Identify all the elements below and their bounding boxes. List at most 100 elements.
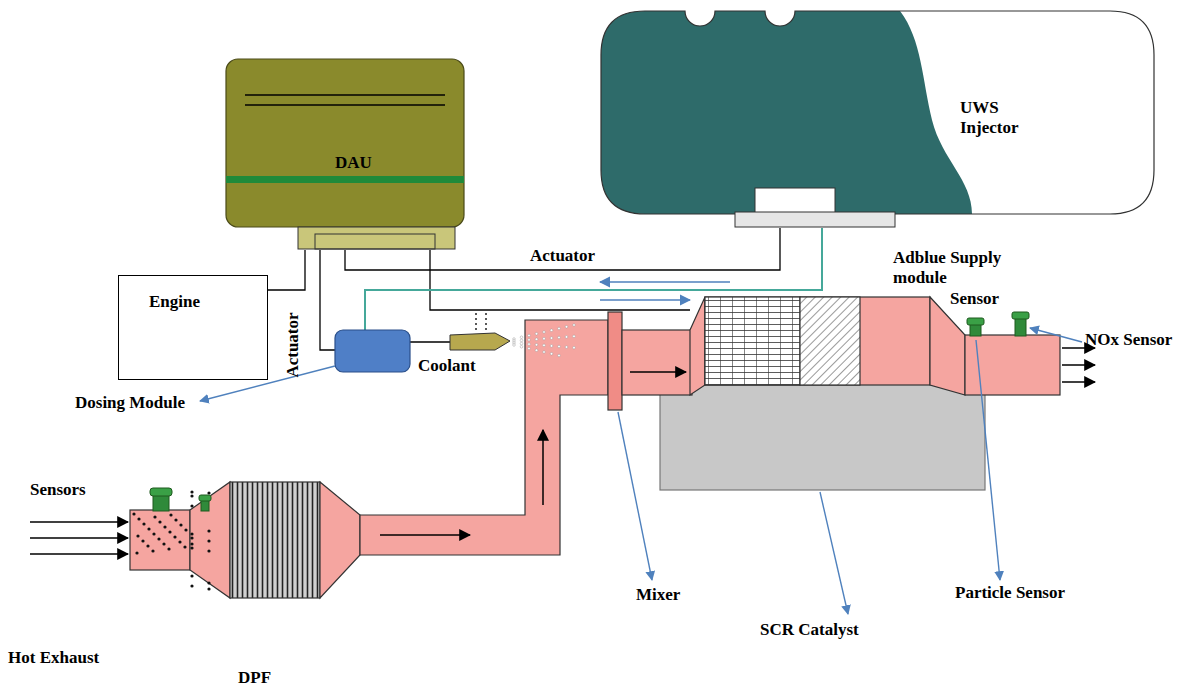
flow-arrows	[542, 430, 544, 505]
soot-particles	[190, 490, 193, 493]
urea-spray	[535, 349, 538, 352]
supply-plate	[735, 212, 895, 227]
soot-particles	[141, 539, 144, 542]
urea-spray	[550, 337, 553, 340]
exhaust-pipe	[690, 297, 705, 395]
urea-spray	[573, 324, 576, 327]
exhaust-pipe	[130, 510, 190, 570]
soot-particles	[146, 544, 149, 547]
soot-particles	[190, 542, 193, 545]
part-name: Dosing Module	[75, 393, 185, 413]
soot-particles	[190, 536, 193, 539]
exhaust-pipe	[965, 335, 1060, 395]
inlet-arrows	[30, 522, 128, 554]
mixer-flange	[608, 312, 622, 410]
urea-spray	[550, 329, 553, 332]
scr-catalyst-housing	[660, 378, 985, 490]
wire-label: Actuator	[528, 246, 597, 266]
soot-particles	[207, 529, 210, 532]
soot-particles	[184, 528, 187, 531]
wire-connector	[268, 250, 305, 290]
urea-spray	[543, 344, 546, 347]
soot-particles	[157, 537, 160, 540]
soot-particles	[190, 546, 193, 549]
wire-label: Actuator	[283, 312, 303, 377]
urea-spray	[558, 336, 561, 339]
soot-particles	[153, 515, 156, 518]
node-label: Engine	[149, 292, 200, 312]
urea-spray	[565, 336, 568, 339]
tank-cutaway	[900, 11, 1154, 214]
soot-particles	[167, 547, 170, 550]
soot-particles	[162, 542, 165, 545]
soot-particles	[190, 584, 193, 587]
soot-particles	[179, 523, 182, 526]
inlet-sensors	[201, 500, 209, 511]
urea-spray	[573, 335, 576, 338]
inlet-sensors	[153, 495, 169, 511]
urea-spray	[528, 347, 531, 350]
urea-spray	[558, 354, 561, 357]
urea-spray	[535, 332, 538, 335]
soot-particles	[132, 512, 135, 515]
flow-direction-arrows	[600, 281, 730, 283]
outlet-sensors	[1015, 318, 1026, 336]
adblue-tank: UWS Injector	[600, 10, 1155, 228]
urea-spray	[520, 342, 523, 345]
injector-nozzle	[450, 333, 510, 350]
leader-arrows	[1030, 328, 1082, 342]
soot-particles	[168, 530, 171, 533]
urea-spray	[543, 331, 546, 334]
text-holder: Engine	[149, 292, 200, 312]
urea-spray	[513, 324, 576, 357]
urea-spray	[543, 351, 546, 354]
soot-particles	[142, 522, 145, 525]
text-holder: UWS Injector	[960, 98, 1055, 137]
urea-spray	[558, 345, 561, 348]
soot-particles	[173, 535, 176, 538]
inlet-arrows	[30, 521, 128, 523]
soot-particles	[137, 517, 140, 520]
housing-band	[226, 176, 464, 183]
tank-body	[601, 11, 1154, 214]
control-unit-box: DAU	[225, 58, 465, 250]
outlet-sensors	[1012, 312, 1029, 319]
urea-spray	[520, 339, 523, 342]
coolant-lines	[476, 313, 486, 333]
exhaust-pipe	[190, 482, 230, 598]
scr-monolith	[705, 297, 930, 385]
urea-spray	[535, 338, 538, 341]
leader-arrows	[820, 492, 848, 614]
soot-particles	[132, 490, 210, 590]
soot-particles	[174, 518, 177, 521]
flow-direction-arrows	[600, 282, 730, 300]
part-name: Coolant	[418, 356, 476, 376]
flow-arrows	[380, 534, 470, 536]
coolant-lines	[475, 313, 476, 333]
soot-particles	[183, 545, 186, 548]
soot-particles	[158, 520, 161, 523]
outlet-sensors	[967, 312, 1029, 336]
flow-arrows	[630, 371, 686, 373]
soot-particles	[135, 551, 138, 554]
exhaust-pipe	[622, 330, 692, 395]
soot-particles	[152, 532, 155, 535]
outlet-sensors	[967, 318, 984, 325]
dpf-filter	[230, 482, 320, 598]
soot-particles	[169, 513, 172, 516]
scr-grid	[705, 297, 800, 385]
soot-particles	[207, 587, 210, 590]
unit-housing	[226, 59, 464, 227]
part-name: DPF	[238, 668, 271, 688]
urea-spray	[550, 352, 553, 355]
flow-arrows	[1062, 381, 1095, 383]
urea-spray	[513, 344, 516, 347]
urea-spray	[528, 334, 531, 337]
part-name: Particle Sensor	[955, 583, 1065, 603]
scr-hatch	[800, 297, 860, 385]
flow-arrows	[380, 348, 1095, 535]
urea-spray	[520, 336, 523, 339]
soot-particles	[163, 525, 166, 528]
exhaust-pipe	[930, 297, 965, 395]
